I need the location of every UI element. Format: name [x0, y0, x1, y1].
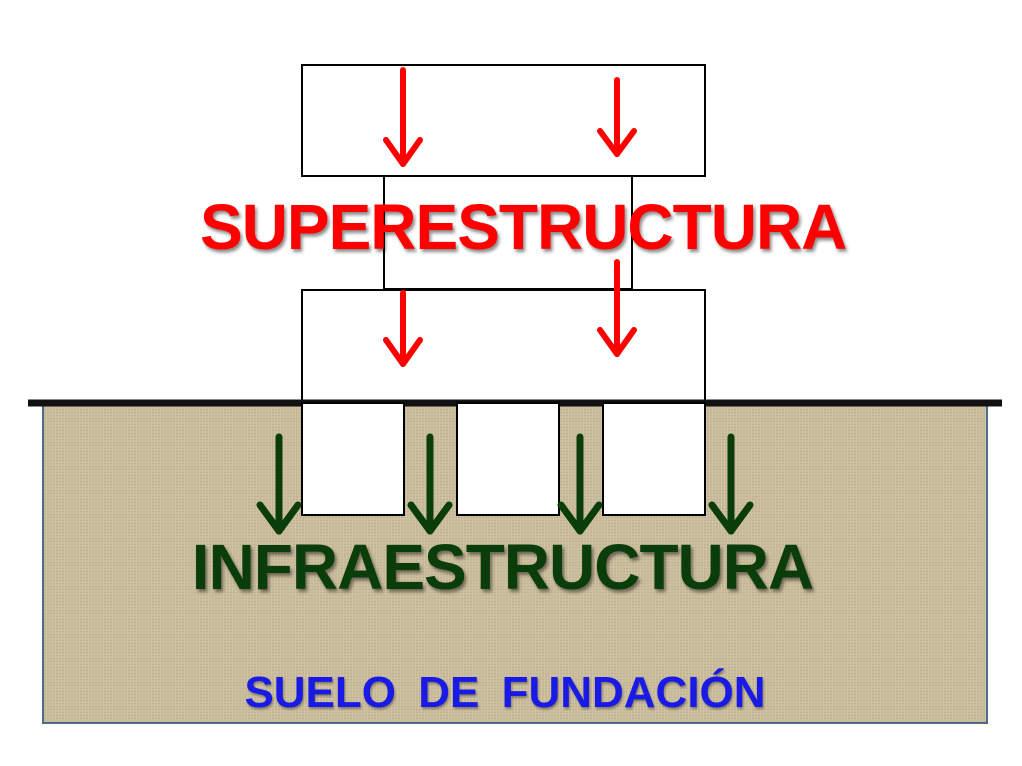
middle-column-block — [383, 175, 633, 290]
infrastructure-label: INFRAESTRUCTURA — [191, 531, 814, 603]
load-arrow-icon — [383, 67, 423, 167]
load-arrow-icon — [407, 433, 453, 535]
superstructure-load-arrows — [383, 67, 637, 367]
superstructure-label: SUPERESTRUCTURA — [200, 191, 847, 263]
load-arrow-icon — [557, 433, 603, 535]
load-arrow-icon — [256, 433, 302, 535]
footing-center — [456, 402, 560, 516]
load-arrow-icon — [597, 77, 637, 157]
top-floor-block — [301, 64, 706, 177]
footing-right — [602, 402, 706, 516]
load-arrow-icon — [708, 433, 754, 535]
load-arrow-icon — [383, 290, 423, 367]
lower-floor-block — [301, 289, 706, 404]
infrastructure-load-arrows — [256, 433, 754, 535]
load-arrow-icon — [597, 259, 637, 357]
foundation-soil-label: SUELO DE FUNDACIÓN — [244, 668, 766, 717]
footing-left — [301, 402, 405, 516]
